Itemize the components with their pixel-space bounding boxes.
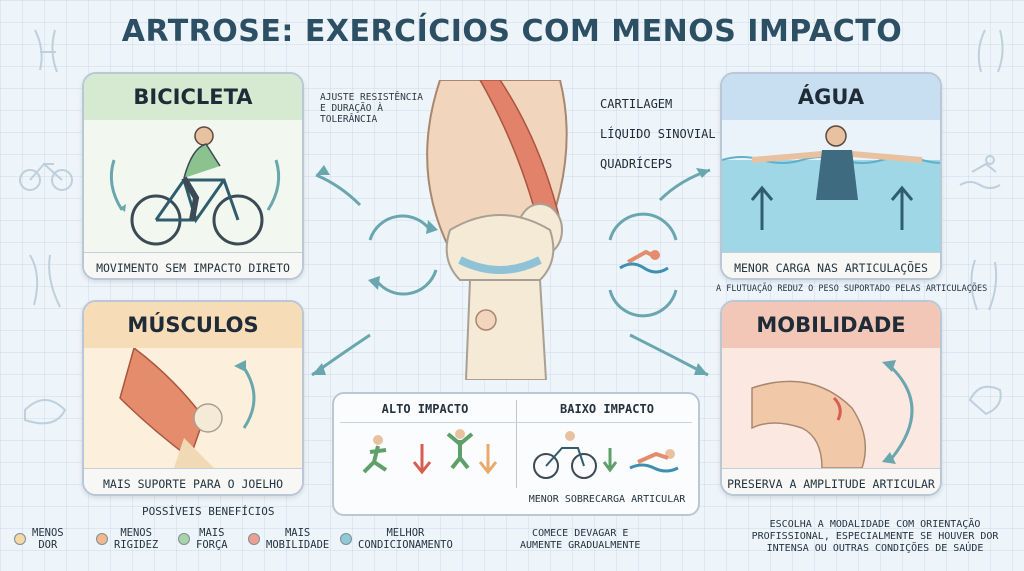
bicycle-outline-icon xyxy=(19,162,73,191)
card-musculos: MÚSCULOS MAIS SUPORTE PARA O JOELHO xyxy=(82,300,304,496)
low-impact-title: BAIXO IMPACTO xyxy=(560,402,654,416)
professional-advice-note: ESCOLHA A MODALIDADE COM ORIENTAÇÃO PROF… xyxy=(751,519,999,554)
arm-outline-icon xyxy=(968,385,1002,416)
swimmer-outline-icon xyxy=(959,155,1001,189)
label-quadriceps: QUADRÍCEPS xyxy=(600,157,673,171)
card-agua-caption: MENOR CARGA NAS ARTICULAÇÕES xyxy=(722,252,940,278)
muscle-knee-illustration xyxy=(119,348,256,468)
card-musculos-title: MÚSCULOS xyxy=(84,302,302,348)
water-flotation-note: A FLUTUAÇÃO REDUZ O PESO SUPORTADO PELAS… xyxy=(716,284,988,294)
small-down-arrow-icon xyxy=(602,448,618,473)
benefit-dot xyxy=(178,533,190,545)
label-cartilagem: CARTILAGEM xyxy=(600,97,673,111)
jumper-icon xyxy=(446,429,474,470)
benefits-title: POSSÍVEIS BENEFÍCIOS xyxy=(142,505,275,518)
card-agua: ÁGUA MENOR CARGA NAS ARTICULAÇÕES xyxy=(720,72,942,280)
benefit-dot xyxy=(96,533,108,545)
knee-anatomy-illustration xyxy=(426,80,568,380)
card-musculos-caption: MAIS SUPORTE PARA O JOELHO xyxy=(84,468,302,494)
impact-comparison-panel: ALTO IMPACTO BAIXO IMPACTO MENOR SOBRECA… xyxy=(332,392,700,516)
bike-resistance-note: AJUSTE RESISTÊNCIA E DURAÇÃO À TOLERÂNCI… xyxy=(320,92,423,125)
card-mobilidade: MOBILIDADE PRESERVA A AMPLITUDE ARTICULA… xyxy=(720,300,942,496)
down-arrow-icon xyxy=(412,444,432,475)
cyclist-small-icon xyxy=(533,431,597,479)
water-exercise-illustration xyxy=(722,125,940,252)
card-mobilidade-caption: PRESERVA A AMPLITUDE ARTICULAR xyxy=(722,468,940,494)
label-liquido-sinovial: LÍQUIDO SINOVIAL xyxy=(600,127,716,141)
start-gradually-note: COMECE DEVAGAR E AUMENTE GRADUALMENTE xyxy=(520,528,641,551)
benefit-dot xyxy=(14,533,26,545)
knee-mobility-illustration xyxy=(751,360,914,468)
page-title: ARTROSE: EXERCÍCIOS COM MENOS IMPACTO xyxy=(121,14,903,49)
benefit-dot xyxy=(248,533,260,545)
cyclist-illustration xyxy=(109,126,281,246)
high-impact-title: ALTO IMPACTO xyxy=(381,402,469,416)
benefit-dot xyxy=(340,533,352,545)
card-bicicleta: BICICLETA MOVIMENTO SEM IMPACTO DIRETO xyxy=(82,72,304,280)
runner-icon xyxy=(362,435,388,474)
card-agua-title: ÁGUA xyxy=(722,74,940,120)
swimmer-small-icon xyxy=(629,449,679,473)
card-bicicleta-title: BICICLETA xyxy=(84,74,302,120)
card-mobilidade-title: MOBILIDADE xyxy=(722,302,940,348)
down-arrow-icon-2 xyxy=(478,444,498,475)
leg-outline-icon xyxy=(29,254,61,308)
impact-comparison-icons xyxy=(362,429,679,479)
muscle-outline-icon xyxy=(24,399,67,425)
low-impact-caption: MENOR SOBRECARGA ARTICULAR xyxy=(528,494,686,505)
card-bicicleta-caption: MOVIMENTO SEM IMPACTO DIRETO xyxy=(84,252,302,278)
